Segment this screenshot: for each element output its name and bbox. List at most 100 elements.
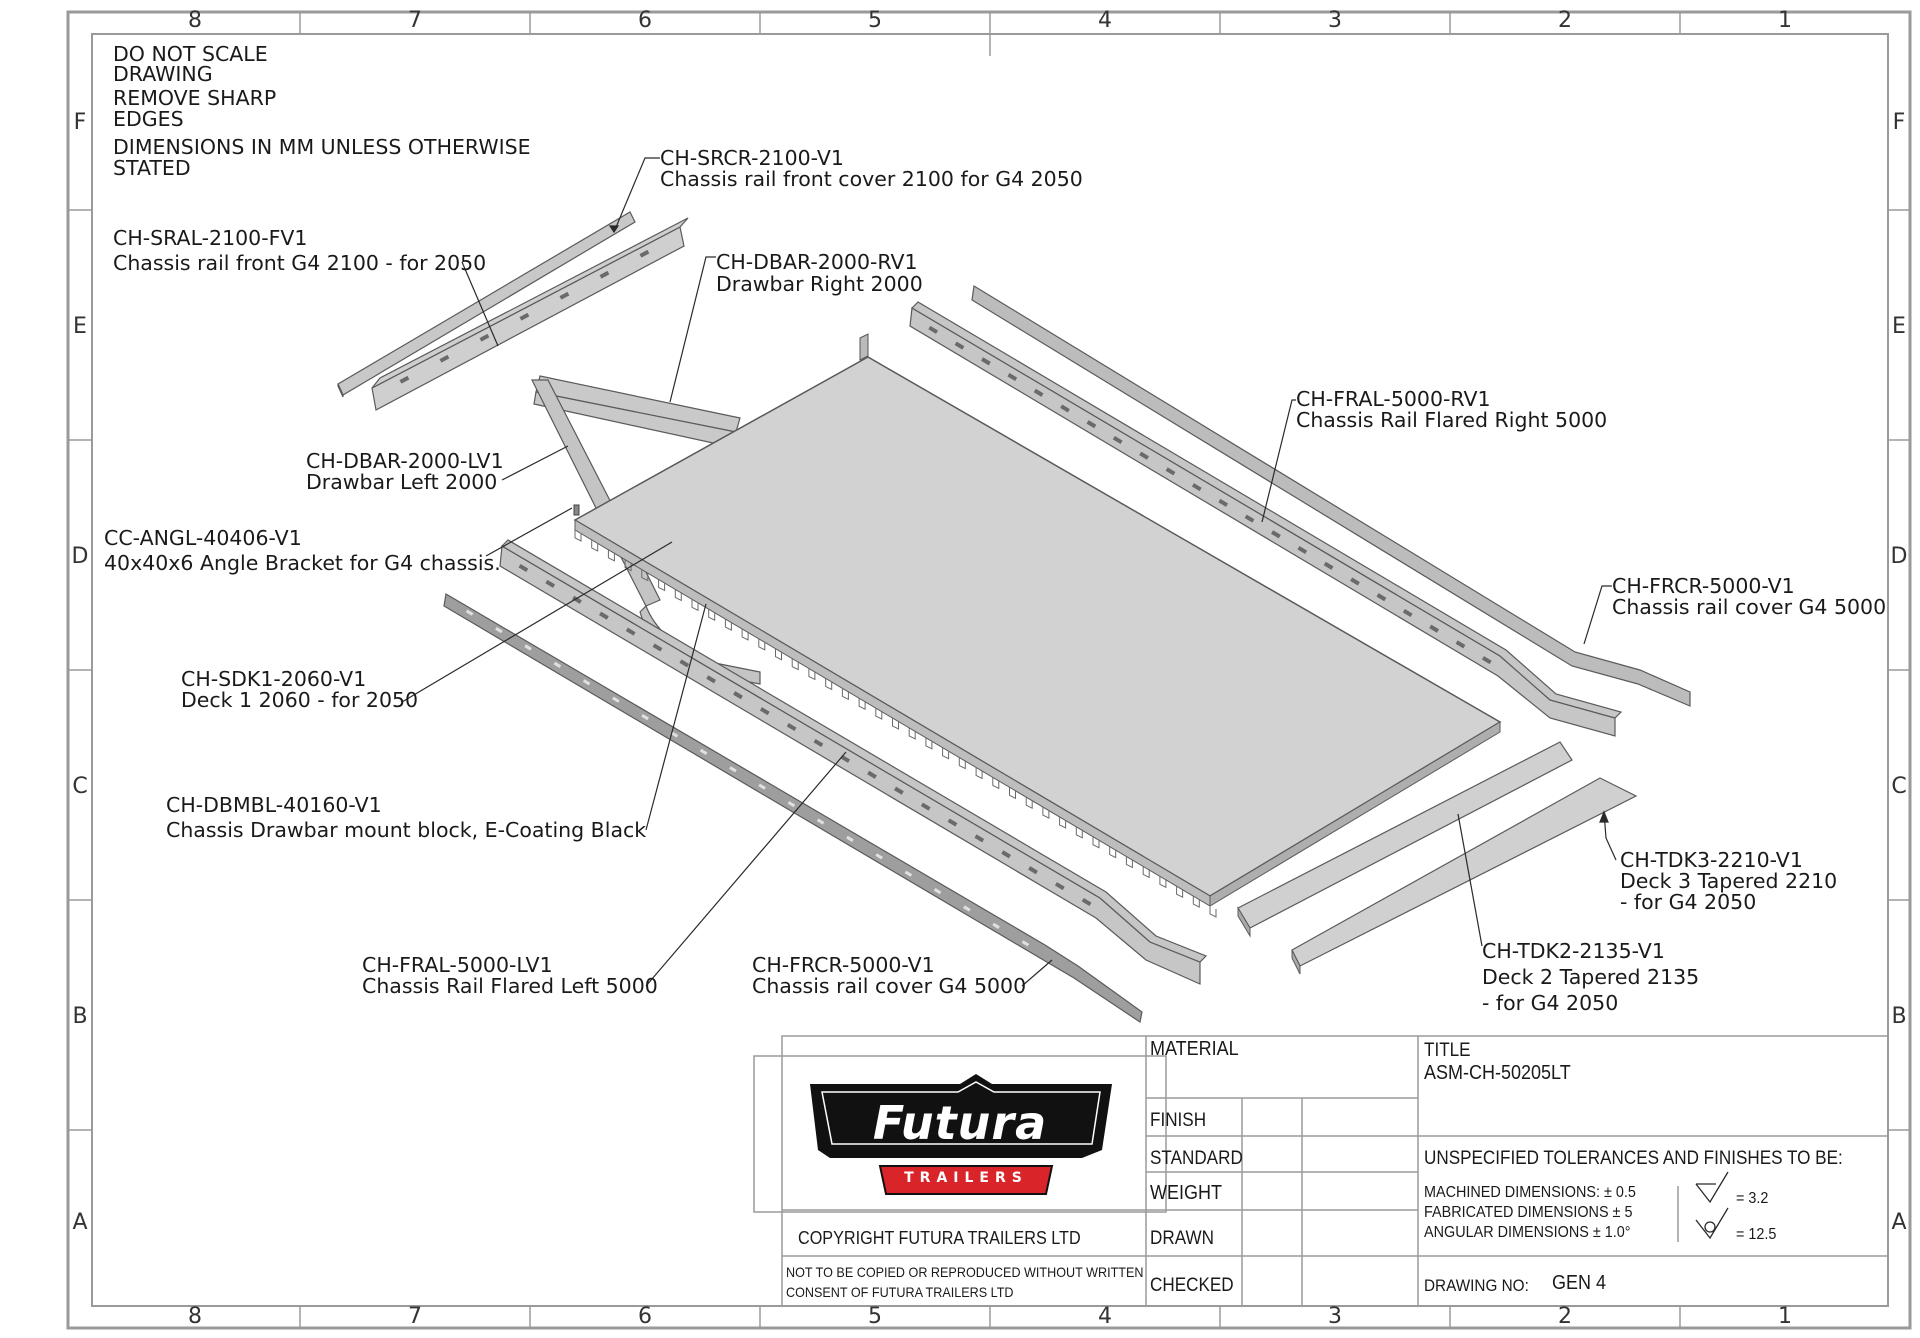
part-description: Deck 1 2060 - for 2050 xyxy=(181,688,419,712)
part-code: CH-FRAL-5000-LV1 xyxy=(362,953,553,977)
part-description: Chassis rail cover G4 5000 xyxy=(752,974,1027,998)
rail-slot xyxy=(1481,656,1492,665)
part-code: CH-SRCR-2100-V1 xyxy=(660,146,844,170)
rail-slot xyxy=(495,627,503,634)
angular-tolerance: ANGULAR DIMENSIONS ± 1.0° xyxy=(1424,1224,1631,1241)
title-label: TITLE xyxy=(1424,1040,1471,1061)
zone-row-left-F: F xyxy=(73,110,87,135)
part-code: CH-DBAR-2000-LV1 xyxy=(306,449,504,473)
rail-slot xyxy=(928,325,939,334)
zone-row-right-B: B xyxy=(1891,1004,1907,1029)
rail-slot xyxy=(612,696,620,703)
zone-row-left-A: A xyxy=(72,1210,88,1235)
roughness-value-1: = 3.2 xyxy=(1736,1190,1769,1207)
part-code: CH-FRAL-5000-RV1 xyxy=(1296,387,1491,411)
zone-col-top-6: 6 xyxy=(638,8,652,33)
zone-row-left-D: D xyxy=(71,544,89,569)
rail-slot xyxy=(813,738,824,748)
rail-slot xyxy=(706,675,716,684)
zone-col-bottom-6: 6 xyxy=(638,1304,652,1329)
rail-slot xyxy=(1028,866,1038,875)
rail-slot xyxy=(1165,467,1176,476)
chassis-rail-flared-left xyxy=(499,539,1208,985)
deck-3-tapered xyxy=(1291,777,1638,975)
rail-slot xyxy=(981,357,991,366)
checked-label: CHECKED xyxy=(1150,1275,1234,1296)
material-label: MATERIAL xyxy=(1150,1038,1239,1060)
part-code: CH-SDK1-2060-V1 xyxy=(181,667,367,691)
rail-slot xyxy=(1007,372,1018,382)
part-code: CH-DBMBL-40160-V1 xyxy=(166,793,382,817)
rail-slot xyxy=(518,563,529,573)
part-description: Chassis rail front cover 2100 for G4 205… xyxy=(660,167,1083,191)
drawing-title: ASM-CH-50205LT xyxy=(1424,1062,1571,1084)
note-line: REMOVE SHARP xyxy=(113,86,277,110)
part-description: Drawbar Left 2000 xyxy=(306,470,498,494)
rail-slot xyxy=(1455,640,1466,649)
part-description: Deck 2 Tapered 2135 xyxy=(1482,965,1700,989)
rail-slot xyxy=(733,691,743,700)
surface-finish-symbols xyxy=(1695,1171,1729,1240)
zone-col-bottom-8: 8 xyxy=(188,1304,202,1329)
zone-row-left-E: E xyxy=(73,314,87,339)
rail-slot xyxy=(954,341,965,350)
zone-row-left-B: B xyxy=(72,1004,88,1029)
rail-slot xyxy=(670,731,679,738)
rail-slot xyxy=(974,834,985,843)
part-description: Chassis Drawbar mount block, E-Coating B… xyxy=(166,818,647,842)
note-line: EDGES xyxy=(113,107,184,131)
rail-slot xyxy=(759,707,770,716)
zone-row-left-C: C xyxy=(72,774,88,799)
zone-col-top-8: 8 xyxy=(188,8,202,33)
chassis-rail-cover-left xyxy=(443,593,1143,1023)
zone-col-top-1: 1 xyxy=(1778,8,1792,33)
rail-slot xyxy=(1218,498,1229,507)
zone-col-bottom-7: 7 xyxy=(408,1304,422,1329)
rail-slot xyxy=(840,754,851,763)
part-description: Chassis rail front G4 2100 - for 2050 xyxy=(113,251,487,275)
part-code: CH-FRCR-5000-V1 xyxy=(752,953,935,977)
rail-slot xyxy=(1244,514,1255,523)
rail-slot xyxy=(1139,451,1149,460)
part-code: CH-DBAR-2000-RV1 xyxy=(716,250,918,274)
weight-label: WEIGHT xyxy=(1150,1182,1222,1204)
rail-slot xyxy=(679,659,690,668)
rail-slot xyxy=(1086,420,1097,429)
rail-slot xyxy=(1191,483,1202,492)
tolerance-heading: UNSPECIFIED TOLERANCES AND FINISHES TO B… xyxy=(1424,1148,1843,1169)
rail-slot xyxy=(867,770,877,779)
deck-2-tapered xyxy=(1237,741,1573,938)
rail-slot xyxy=(1350,577,1360,586)
zone-col-top-3: 3 xyxy=(1328,8,1342,33)
rail-slot xyxy=(524,644,532,651)
zone-col-top-4: 4 xyxy=(1098,8,1112,33)
zone-col-bottom-1: 1 xyxy=(1778,1304,1792,1329)
roughness-value-2: = 12.5 xyxy=(1736,1226,1777,1243)
part-code: CH-SRAL-2100-FV1 xyxy=(113,226,308,250)
note-line: DIMENSIONS IN MM UNLESS OTHERWISE xyxy=(113,135,531,159)
rail-slot xyxy=(904,870,913,877)
rail-slot xyxy=(1429,624,1439,633)
drawing-no-value: GEN 4 xyxy=(1552,1272,1607,1294)
rail-slot xyxy=(1054,882,1065,891)
zone-col-bottom-2: 2 xyxy=(1558,1304,1572,1329)
logo-brand-text: Futura xyxy=(872,1096,1048,1150)
zone-col-bottom-3: 3 xyxy=(1328,1304,1342,1329)
rail-slot xyxy=(875,853,883,860)
angle-bracket xyxy=(573,504,580,516)
rail-slot xyxy=(1001,850,1011,859)
zone-row-right-C: C xyxy=(1891,774,1907,799)
zone-col-top-2: 2 xyxy=(1558,8,1572,33)
zone-ticks xyxy=(68,12,1910,1328)
rail-slot xyxy=(572,595,582,604)
machined-tolerance: MACHINED DIMENSIONS: ± 0.5 xyxy=(1424,1184,1636,1201)
rail-slot xyxy=(1402,608,1413,618)
rail-slot xyxy=(465,609,474,616)
part-description: Chassis rail cover G4 5000 xyxy=(1612,595,1887,619)
fabricated-tolerance: FABRICATED DIMENSIONS ± 5 xyxy=(1424,1204,1633,1221)
zone-col-bottom-4: 4 xyxy=(1098,1304,1112,1329)
chassis-rail-cover-right xyxy=(971,285,1691,707)
rail-slot xyxy=(1376,593,1387,602)
rail-slot xyxy=(625,627,636,636)
